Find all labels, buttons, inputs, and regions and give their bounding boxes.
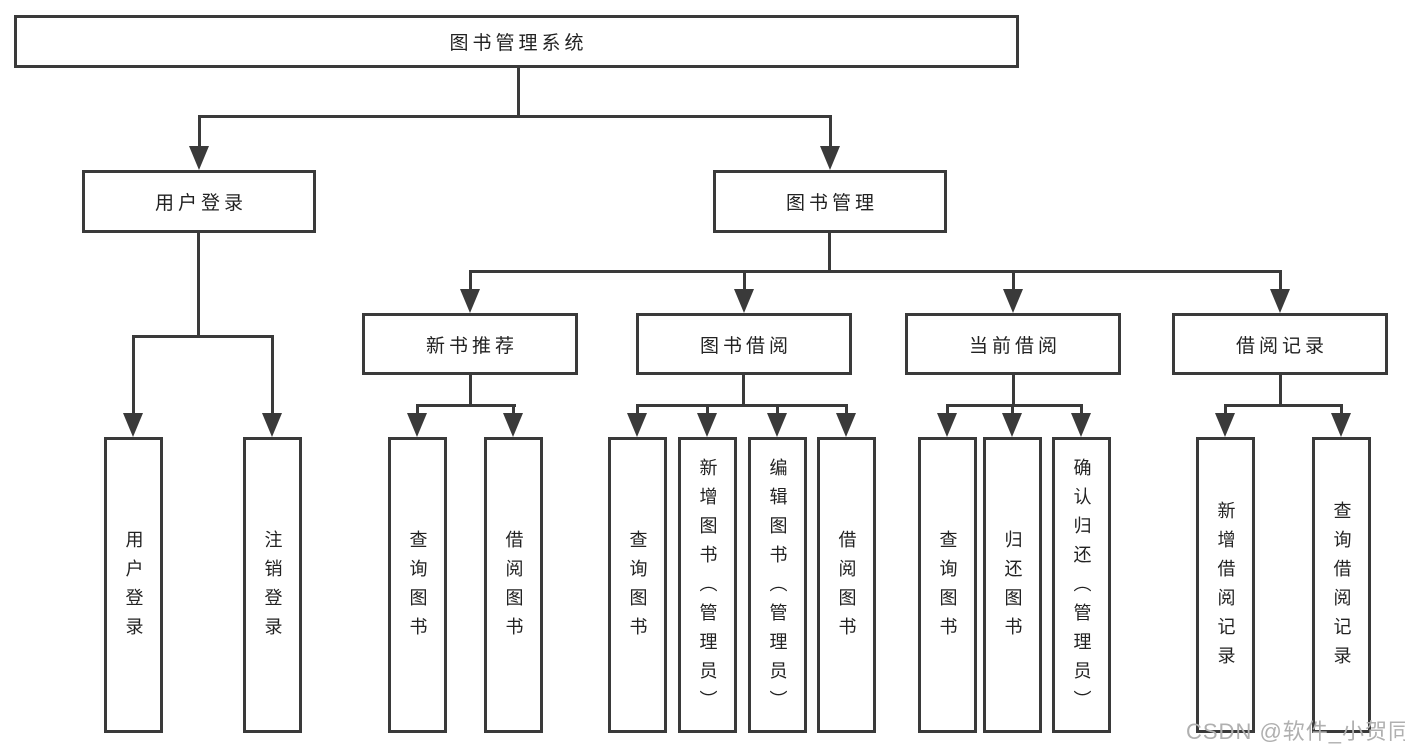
arrow-down-icon (407, 413, 427, 437)
node-label: 注销登录 (262, 530, 283, 646)
node-leaf-return-books: 归还图书 (983, 437, 1042, 733)
connector-line (828, 233, 831, 273)
arrow-down-icon (1003, 289, 1023, 313)
node-label: 编辑图书（管理员） (767, 457, 788, 719)
node-label: 当前借阅 (968, 335, 1061, 357)
connector-line (416, 404, 516, 407)
connector-line (743, 270, 746, 291)
node-user-login: 用户登录 (82, 170, 316, 233)
arrow-down-icon (937, 413, 957, 437)
node-borrowing-records: 借阅记录 (1172, 313, 1388, 375)
connector-line (517, 68, 520, 118)
arrow-down-icon (460, 289, 480, 313)
node-label: 查询借阅记录 (1331, 501, 1352, 675)
connector-line (776, 404, 779, 415)
watermark-text: CSDN @软件_小贺同学 (1186, 719, 1405, 744)
connector-line (512, 404, 515, 415)
connector-line (469, 270, 1282, 273)
node-label: 归还图书 (1002, 530, 1023, 646)
node-label: 图书管理系统 (449, 33, 588, 54)
node-label: 查询图书 (937, 530, 958, 646)
connector-line (1012, 270, 1015, 291)
connector-line (197, 233, 200, 337)
node-label: 新增图书（管理员） (697, 457, 718, 719)
arrow-down-icon (123, 413, 143, 437)
node-leaf-borrow-books-recommend: 借阅图书 (484, 437, 543, 733)
connector-line (636, 404, 639, 415)
connector-line (706, 404, 709, 415)
connector-line (1279, 270, 1282, 291)
node-label: 借阅图书 (836, 530, 857, 646)
connector-line (845, 404, 848, 415)
arrow-down-icon (262, 413, 282, 437)
node-library-management-system: 图书管理系统 (14, 15, 1019, 68)
node-leaf-borrow-books: 借阅图书 (817, 437, 876, 733)
arrow-down-icon (1071, 413, 1091, 437)
node-leaf-query-books-current: 查询图书 (918, 437, 977, 733)
connector-line (1012, 375, 1015, 406)
connector-line (469, 270, 472, 291)
arrow-down-icon (189, 146, 209, 170)
connector-line (1011, 404, 1014, 415)
arrow-down-icon (1215, 413, 1235, 437)
arrow-down-icon (627, 413, 647, 437)
connector-line (132, 335, 135, 415)
node-leaf-logout: 注销登录 (243, 437, 302, 733)
connector-line (946, 404, 1083, 407)
node-label: 用户登录 (154, 193, 247, 214)
node-leaf-confirm-return-admin: 确认归还（管理员） (1052, 437, 1111, 733)
connector-line (198, 115, 832, 118)
node-leaf-edit-books-admin: 编辑图书（管理员） (748, 437, 807, 733)
node-label: 用户登录 (123, 530, 144, 646)
connector-line (198, 115, 201, 148)
connector-line (946, 404, 949, 415)
arrow-down-icon (820, 146, 840, 170)
connector-line (132, 335, 274, 338)
node-label: 新书推荐 (425, 335, 518, 357)
arrow-down-icon (734, 289, 754, 313)
connector-line (829, 115, 832, 148)
connector-line (742, 375, 745, 406)
arrow-down-icon (1331, 413, 1351, 437)
connector-line (1224, 404, 1343, 407)
node-label: 图书管理 (785, 193, 878, 214)
node-leaf-query-books-recommend: 查询图书 (388, 437, 447, 733)
arrow-down-icon (1270, 289, 1290, 313)
node-leaf-user-login: 用户登录 (104, 437, 163, 733)
arrow-down-icon (503, 413, 523, 437)
connector-line (469, 375, 472, 406)
connector-line (1340, 404, 1343, 415)
connector-line (1279, 375, 1282, 406)
arrow-down-icon (697, 413, 717, 437)
connector-line (636, 404, 848, 407)
node-current-borrowing: 当前借阅 (905, 313, 1121, 375)
node-leaf-add-borrow-record: 新增借阅记录 (1196, 437, 1255, 733)
node-new-book-recommendation: 新书推荐 (362, 313, 578, 375)
connector-line (1080, 404, 1083, 415)
arrow-down-icon (767, 413, 787, 437)
node-leaf-query-books-borrowing: 查询图书 (608, 437, 667, 733)
node-label: 查询图书 (407, 530, 428, 646)
node-label: 查询图书 (627, 530, 648, 646)
node-label: 借阅记录 (1235, 335, 1328, 357)
node-book-borrowing: 图书借阅 (636, 313, 852, 375)
arrow-down-icon (836, 413, 856, 437)
node-label: 确认归还（管理员） (1071, 457, 1092, 719)
node-book-management: 图书管理 (713, 170, 947, 233)
arrow-down-icon (1002, 413, 1022, 437)
node-label: 新增借阅记录 (1215, 501, 1236, 675)
node-leaf-add-books-admin: 新增图书（管理员） (678, 437, 737, 733)
node-label: 图书借阅 (699, 335, 792, 357)
connector-line (271, 335, 274, 415)
node-leaf-query-borrow-record: 查询借阅记录 (1312, 437, 1371, 733)
node-label: 借阅图书 (503, 530, 524, 646)
connector-line (416, 404, 419, 415)
connector-line (1224, 404, 1227, 415)
